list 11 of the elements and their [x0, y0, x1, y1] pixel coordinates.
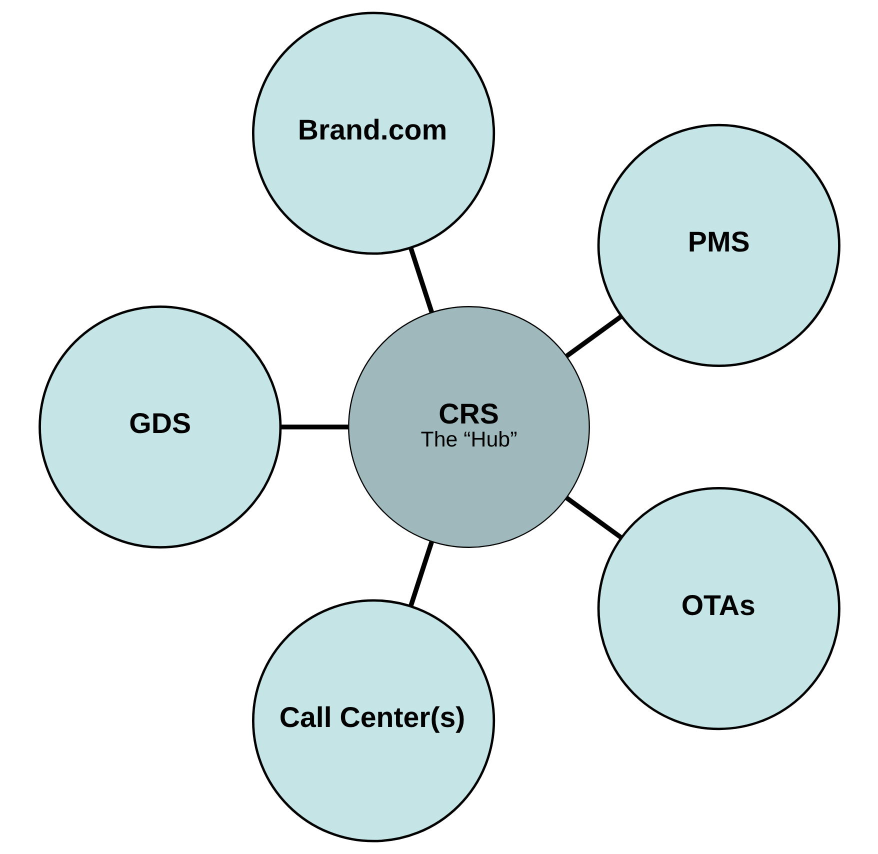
connector [408, 541, 434, 607]
node-circle: OTAs [596, 487, 840, 730]
node-circle: CRS The “Hub” [348, 306, 590, 548]
connector [280, 424, 348, 430]
node-circle: Brand.com [252, 12, 495, 255]
node-circle: GDS [38, 305, 282, 549]
connector [408, 247, 434, 313]
connector [564, 496, 622, 540]
connector [564, 314, 622, 358]
node-circle: PMS [596, 124, 840, 367]
node-circle: Call Center(s) [252, 599, 495, 842]
